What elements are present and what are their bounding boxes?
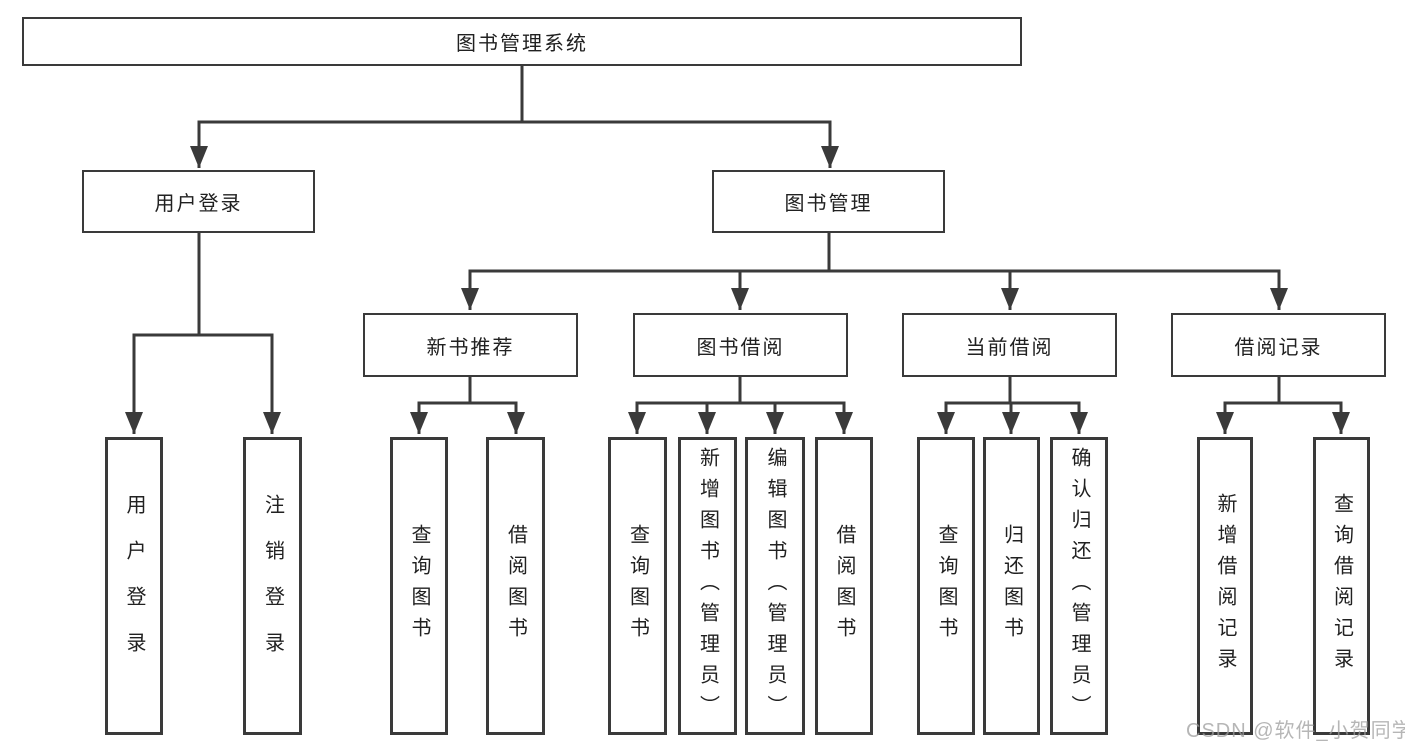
leaf-label: 查询借阅记录: [1330, 493, 1353, 679]
leaf-label: 确认归还（管理员）: [1068, 446, 1090, 726]
csdn-watermark: CSDN @软件_小贺同学: [1186, 720, 1405, 742]
leaf-label: 归还图书: [1000, 524, 1023, 648]
node-label: 图书管理: [784, 193, 873, 215]
leaf-query-book-1: 查询图书: [390, 437, 448, 735]
node-system-root: 图书管理系统: [22, 17, 1022, 66]
leaf-borrow-book-2: 借阅图书: [815, 437, 873, 735]
leaf-label: 借阅图书: [833, 524, 855, 648]
leaf-label: 注销登录: [261, 494, 284, 678]
leaf-label: 新增借阅记录: [1214, 493, 1236, 679]
node-label: 当前借阅: [965, 336, 1054, 359]
node-label: 借阅记录: [1234, 336, 1323, 359]
leaf-return-book: 归还图书: [983, 437, 1040, 735]
leaf-borrow-book-1: 借阅图书: [486, 437, 545, 735]
leaf-label: 新增图书（管理员）: [696, 446, 719, 726]
node-label: 用户登录: [154, 193, 243, 215]
leaf-label: 编辑图书（管理员）: [764, 446, 786, 726]
leaf-user-login: 用户登录: [105, 437, 163, 735]
leaf-query-borrow-record: 查询借阅记录: [1313, 437, 1370, 735]
leaf-edit-book-admin: 编辑图书（管理员）: [745, 437, 805, 735]
node-borrow-records: 借阅记录: [1171, 313, 1386, 377]
node-label: 新书推荐: [426, 336, 515, 359]
leaf-label: 查询图书: [626, 524, 649, 648]
leaf-label: 查询图书: [935, 524, 957, 648]
leaf-query-book-3: 查询图书: [917, 437, 975, 735]
leaf-query-book-2: 查询图书: [608, 437, 667, 735]
leaf-confirm-return-admin: 确认归还（管理员）: [1050, 437, 1108, 735]
leaf-add-borrow-record: 新增借阅记录: [1197, 437, 1253, 735]
node-user-login: 用户登录: [82, 170, 315, 233]
node-label: 图书管理系统: [456, 33, 588, 55]
node-book-management: 图书管理: [712, 170, 945, 233]
node-label: 图书借阅: [696, 336, 785, 359]
leaf-label: 用户登录: [123, 494, 145, 678]
node-book-borrow: 图书借阅: [633, 313, 848, 377]
leaf-logout: 注销登录: [243, 437, 302, 735]
node-current-borrow: 当前借阅: [902, 313, 1117, 377]
leaf-add-book-admin: 新增图书（管理员）: [678, 437, 737, 735]
node-new-book-recommend: 新书推荐: [363, 313, 578, 377]
leaf-label: 查询图书: [408, 524, 430, 648]
leaf-label: 借阅图书: [504, 524, 527, 648]
